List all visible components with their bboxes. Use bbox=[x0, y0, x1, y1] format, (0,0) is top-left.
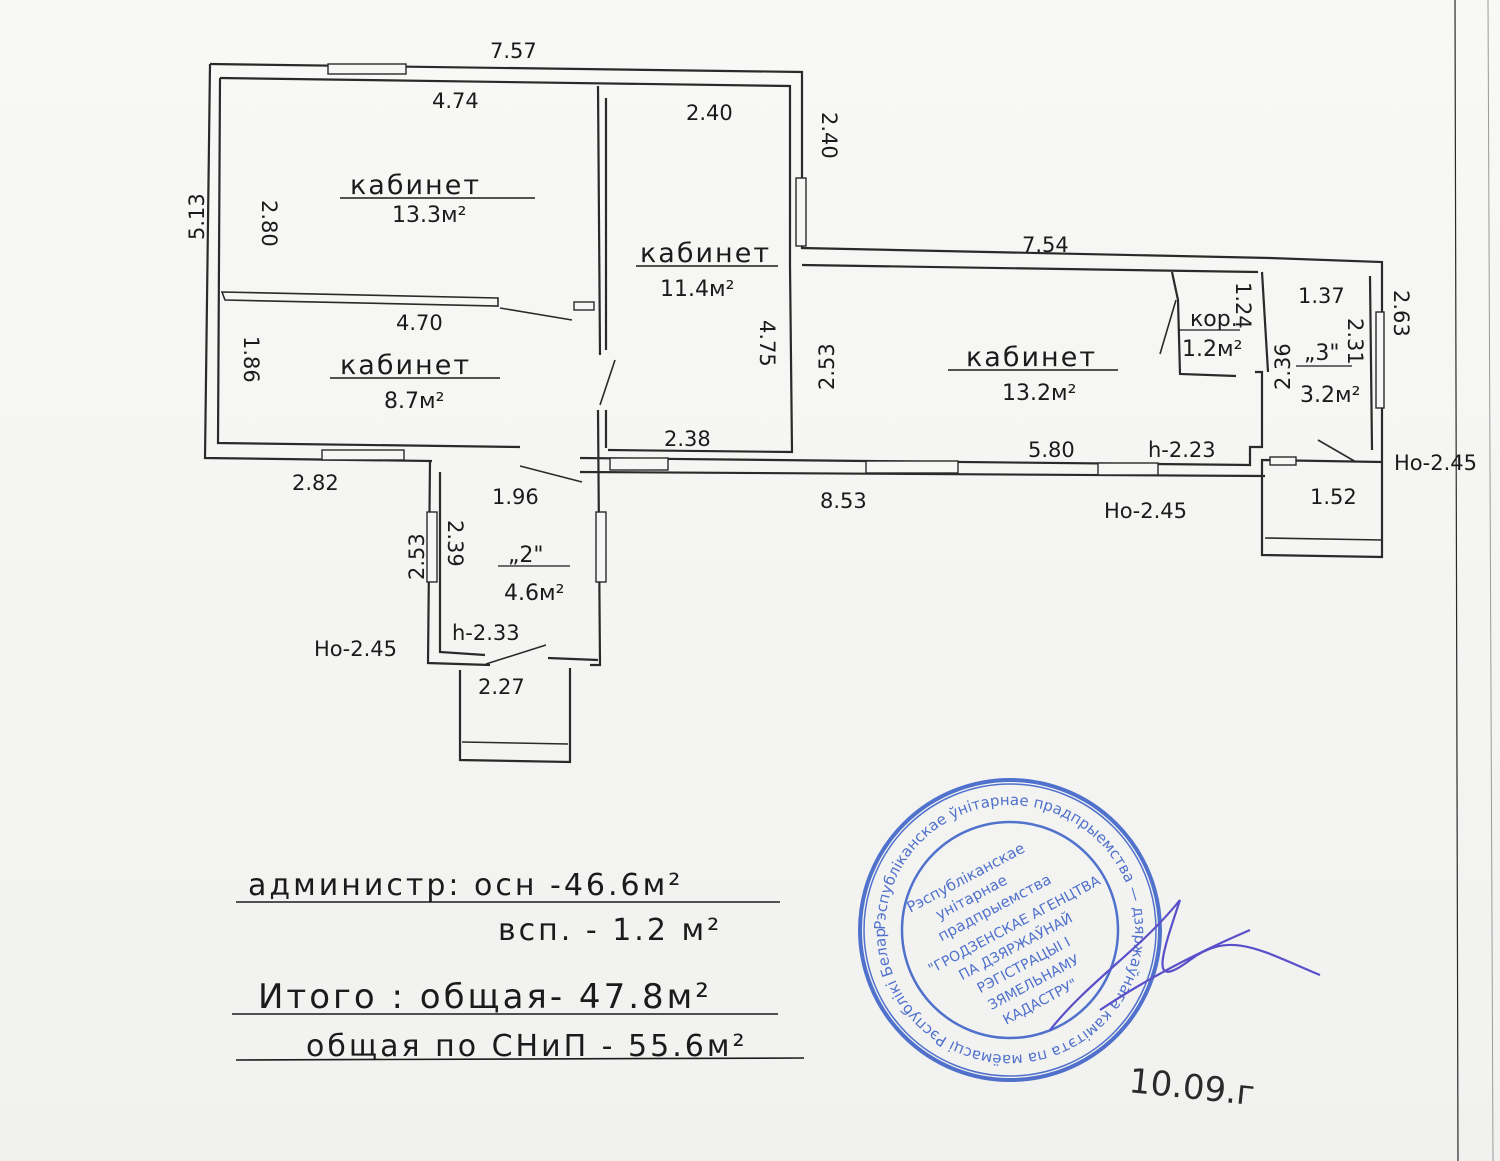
wall-corridor-closet bbox=[1170, 271, 1237, 378]
sheet-border-line bbox=[1454, 0, 1459, 1161]
room1-name: кабинет bbox=[350, 170, 481, 201]
dim-room5-side-inner: 2.39 bbox=[443, 520, 467, 567]
porch-right-step bbox=[1264, 537, 1383, 541]
room6-name: „3" bbox=[1304, 341, 1340, 366]
window-room4-south-b bbox=[1097, 462, 1159, 476]
door-room5-exit-swing bbox=[485, 644, 547, 665]
door-closet-swing bbox=[1159, 299, 1177, 355]
room3-area: 8.7м² bbox=[384, 389, 444, 414]
dim-room7-side-a: 2.36 bbox=[1271, 343, 1295, 390]
door-room3-exit-jamb bbox=[1269, 456, 1297, 466]
door-room5-swing bbox=[519, 465, 583, 483]
stamp-inner-ring bbox=[900, 820, 1120, 1040]
wall-room5-south-right bbox=[547, 656, 599, 662]
height-marks: h-2.23 h-2.33 Hо-2.45 Hо-2.45 Hо-2.45 bbox=[314, 438, 1477, 661]
height-outer-bottom: Hо-2.45 bbox=[1104, 499, 1187, 523]
kor-area: 1.2м² bbox=[1182, 337, 1242, 362]
room1-area: 13.3м² bbox=[392, 203, 466, 228]
inner-wall-north bbox=[219, 76, 792, 265]
room2-area: 11.4м² bbox=[660, 277, 734, 302]
sheet-edge-line bbox=[1487, 0, 1494, 1161]
room5-area: 4.6м² bbox=[504, 581, 564, 606]
height-room4: h-2.23 bbox=[1148, 438, 1216, 462]
height-outer-right: Hо-2.45 bbox=[1394, 451, 1477, 475]
signature-date: 10.09.г bbox=[1127, 1061, 1257, 1114]
room-labels: кабинет 13.3м² кабинет 11.4м² кабинет 8.… bbox=[330, 170, 1360, 606]
dim-room7-top: 1.37 bbox=[1298, 284, 1345, 308]
porch-step bbox=[461, 741, 569, 745]
height-outer-left: Hо-2.45 bbox=[314, 637, 397, 661]
signature: 10.09.г bbox=[1049, 899, 1321, 1114]
summary-snip-underline bbox=[235, 1057, 805, 1061]
dim-left-total: 5.13 bbox=[185, 193, 209, 240]
dim-room4-side-left: 2.53 bbox=[815, 343, 839, 390]
area-summary: администр: осн -46.6м² всп. - 1.2 м² Ито… bbox=[232, 868, 805, 1064]
dim-room3-side: 1.86 bbox=[239, 336, 263, 383]
door-room3-swing bbox=[499, 307, 573, 321]
dim-room2-right: 2.40 bbox=[817, 112, 841, 159]
wall-room3-inner-east bbox=[1368, 275, 1374, 451]
wall-closet-room3 bbox=[1260, 271, 1270, 373]
window-room1-north bbox=[327, 63, 407, 75]
signature-scribble bbox=[1049, 899, 1321, 1031]
window-corridor-south bbox=[609, 457, 669, 471]
dim-room3-top: 4.70 bbox=[396, 311, 443, 335]
dim-bottom-total: 8.53 bbox=[820, 489, 867, 513]
door-room3-exit-swing bbox=[1317, 439, 1357, 463]
room4-area: 13.2м² bbox=[1002, 381, 1076, 406]
dim-kor-side: 1.24 bbox=[1231, 282, 1255, 329]
dimensions: 7.57 4.74 2.40 7.54 4.70 2.38 5.80 2.82 … bbox=[185, 39, 1413, 699]
dim-room1-side: 2.80 bbox=[257, 200, 281, 247]
dim-room5-top: 1.96 bbox=[492, 485, 539, 509]
window-room3-east bbox=[1375, 311, 1385, 409]
wall-room4-north bbox=[801, 263, 1259, 274]
wall-room2-east bbox=[607, 264, 794, 454]
dim-bottom-left: 2.82 bbox=[292, 471, 339, 495]
dim-room4-bottom: 5.80 bbox=[1028, 438, 1075, 462]
dim-corridor-bottom: 2.38 bbox=[664, 427, 711, 451]
walls bbox=[203, 62, 1384, 764]
dim-top-total: 7.57 bbox=[490, 39, 537, 63]
dim-room1-top: 4.74 bbox=[432, 89, 479, 113]
room6-area: 3.2м² bbox=[1300, 383, 1360, 408]
kor-name: кор. bbox=[1190, 307, 1238, 332]
wall-corridor-west bbox=[590, 409, 602, 667]
wall-room1-room2 bbox=[596, 85, 602, 356]
dim-east-top: 7.54 bbox=[1022, 233, 1069, 257]
porch-left bbox=[458, 668, 572, 764]
doors bbox=[485, 299, 1357, 665]
dim-room2-side: 4.75 bbox=[755, 320, 779, 367]
summary-aux: всп. - 1.2 м² bbox=[498, 913, 722, 948]
room5-name: „2" bbox=[508, 543, 544, 568]
dim-room7-outer: 2.63 bbox=[1389, 290, 1413, 337]
dim-porch-left: 2.27 bbox=[478, 675, 525, 699]
door-room2-swing bbox=[599, 359, 616, 406]
summary-admin: администр: осн -46.6м² bbox=[248, 868, 683, 903]
windows bbox=[321, 63, 1385, 583]
dim-porch-right: 1.52 bbox=[1310, 485, 1357, 509]
height-room5: h-2.33 bbox=[452, 621, 520, 645]
wall-room5-west-inner bbox=[438, 472, 486, 657]
window-room4-south-a bbox=[865, 460, 959, 474]
stamp-outer-ring bbox=[858, 778, 1162, 1082]
room2-name: кабинет bbox=[640, 238, 771, 269]
stamp-outer-ring-inner bbox=[863, 783, 1157, 1077]
inner-wall-west bbox=[216, 77, 521, 449]
window-room5-east bbox=[595, 511, 607, 583]
dim-room2-top: 2.40 bbox=[686, 101, 733, 125]
window-room2-east bbox=[795, 177, 807, 247]
summary-total: Итого : общая- 47.8м² bbox=[258, 977, 712, 1017]
window-room3-south bbox=[321, 449, 405, 461]
dim-room5-side-outer: 2.53 bbox=[405, 533, 429, 580]
door-room3-jamb bbox=[573, 301, 595, 311]
room4-name: кабинет bbox=[966, 342, 1097, 373]
window-room5-west bbox=[426, 511, 438, 583]
room3-name: кабинет bbox=[340, 350, 471, 381]
wall-room1-room3 bbox=[220, 291, 499, 307]
dim-room7-side-b: 2.31 bbox=[1343, 318, 1367, 365]
